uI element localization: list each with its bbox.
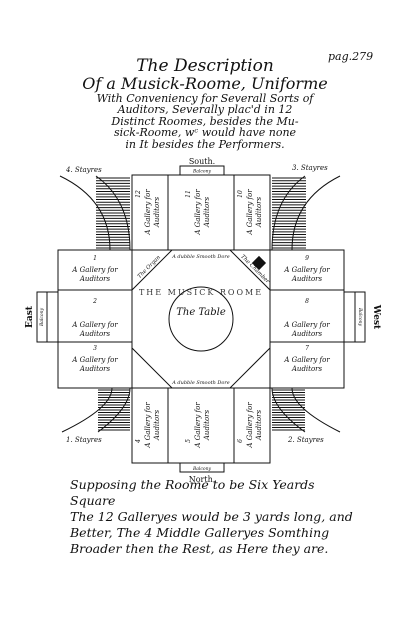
title-block: The Description Of a Musick-Roome, Unifo…: [60, 56, 350, 151]
musick-room-label: THE MUSICK ROOME: [139, 288, 263, 297]
gallery-label: Auditors: [291, 275, 323, 283]
title-line: sick-Roome, wᶜ would have none: [113, 126, 297, 140]
balcony-label: Balcony: [357, 307, 363, 327]
stayres-label: 3. Stayres: [292, 164, 328, 172]
balcony-west: [354, 291, 366, 343]
balcony-north: [179, 462, 225, 473]
gallery-label: Auditors: [79, 330, 111, 338]
door-label: A dubble Smooth Dore: [171, 254, 230, 260]
stayres-label: 4. Stayres: [65, 166, 102, 174]
gallery-label: Auditors: [153, 409, 161, 441]
balcony-south: [179, 165, 225, 176]
compass-east: East: [25, 305, 35, 328]
gallery-number: 8: [305, 298, 309, 305]
table-label: The Table: [176, 307, 226, 318]
caption: Supposing the Roome to be Six Yeards Squ…: [70, 477, 360, 557]
gallery-number: 10: [237, 190, 244, 198]
gallery-label: Auditors: [79, 365, 111, 373]
title-line: Distinct Roomes, besides the Mu-: [111, 114, 299, 128]
gallery-label: Auditors: [291, 365, 323, 373]
gallery-label: A Gallery for: [194, 189, 202, 236]
staircase-top-left: [59, 175, 131, 251]
gallery-label: A Gallery for: [283, 321, 330, 329]
gallery-label: A Gallery for: [283, 266, 330, 274]
caption-line: Broader then the Rest, as Here they are.: [70, 541, 329, 556]
chamber-block: [251, 255, 267, 271]
gallery-number: 3: [93, 345, 97, 352]
door-label: A dubble Smooth Dore: [171, 380, 230, 386]
gallery-number: 4: [135, 439, 142, 444]
balcony-east: [36, 291, 48, 343]
balcony-label: Balcony: [39, 307, 45, 327]
organ-label: The Organ: [137, 254, 163, 280]
musick-room: [131, 249, 271, 389]
gallery-label: A Gallery for: [144, 189, 152, 236]
page-number: pag.279: [328, 50, 374, 63]
gallery-label: Auditors: [291, 330, 323, 338]
staircase-bottom-right: [271, 387, 341, 433]
balcony-label: Balcony: [192, 169, 212, 175]
gallery-number: 6: [237, 439, 244, 443]
gallery-label: A Gallery for: [71, 266, 118, 274]
octagon: [131, 249, 271, 389]
gallery-number: 1: [93, 255, 97, 262]
staircase-top-right: [271, 175, 341, 251]
compass-south: South.: [189, 157, 215, 166]
gallery-number: 12: [135, 190, 142, 198]
caption-line: The 12 Galleryes would be 3 yards long, …: [70, 509, 353, 524]
compass-west: West: [371, 304, 381, 330]
gallery-number: 5: [185, 439, 192, 443]
gallery-label: A Gallery for: [144, 402, 152, 449]
title-line: The Description: [136, 56, 274, 76]
gallery-label: A Gallery for: [71, 321, 118, 329]
gallery-number: 2: [92, 298, 97, 305]
gallery-label: Auditors: [203, 196, 211, 228]
gallery-label: Auditors: [79, 275, 111, 283]
staircase-bottom-left: [61, 387, 131, 433]
compass-north: North.: [189, 475, 216, 484]
gallery-label: A Gallery for: [246, 402, 254, 449]
table-circle: [168, 286, 234, 352]
gallery-number: 9: [305, 255, 309, 262]
gallery-label: Auditors: [203, 409, 211, 441]
gallery-label: Auditors: [255, 409, 263, 441]
gallery-label: A Gallery for: [283, 356, 330, 364]
title-line: Of a Musick-Roome, Uniforme: [82, 73, 328, 93]
balcony-label: Balcony: [192, 466, 212, 472]
title-line: Auditors, Severally plac'd in 12: [117, 103, 293, 117]
caption-line: Supposing the Roome to be Six Yeards Squ…: [70, 477, 315, 508]
gallery-label: A Gallery for: [71, 356, 118, 364]
gallery-number: 7: [305, 345, 309, 352]
gallery-label: A Gallery for: [246, 189, 254, 236]
gallery-number: 11: [185, 190, 192, 198]
chamber-label: The Chamber: [239, 254, 270, 285]
caption-line: Better, The 4 Middle Galleryes Somthing: [70, 525, 330, 540]
gallery-label: Auditors: [153, 196, 161, 228]
title-line: With Conveniency for Severall Sorts of: [96, 91, 314, 105]
stayres-label: 2. Stayres: [287, 436, 324, 444]
title-line: in It besides the Performers.: [125, 137, 285, 151]
gallery-label: A Gallery for: [194, 402, 202, 449]
gallery-label: Auditors: [255, 196, 263, 228]
stayres-label: 1. Stayres: [66, 436, 102, 444]
